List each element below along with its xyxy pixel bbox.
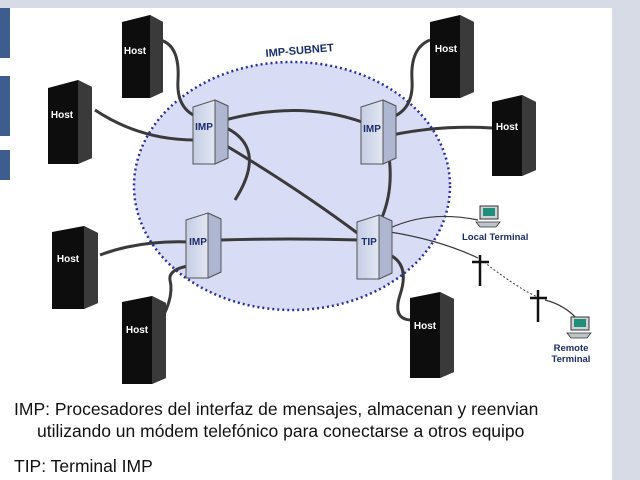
left-accent-bar bbox=[0, 150, 10, 180]
imp-label: IMP bbox=[363, 124, 381, 135]
tip-label: TIP bbox=[361, 237, 377, 248]
host-label: Host bbox=[414, 321, 437, 332]
imp-node-icon: IMP bbox=[185, 212, 222, 279]
link-host bbox=[389, 253, 413, 322]
link-host bbox=[94, 108, 196, 142]
link-host bbox=[389, 38, 431, 120]
link-imp-imp bbox=[224, 109, 363, 124]
imp-node-icon: IMP bbox=[192, 99, 229, 165]
link-imp-imp bbox=[219, 123, 251, 201]
imp-subnet-label: IMP-SUBNET bbox=[265, 42, 335, 60]
host-label: Host bbox=[51, 110, 74, 121]
imp-label: IMP bbox=[189, 237, 207, 248]
tip-description: TIP: Terminal IMP bbox=[14, 456, 153, 476]
local-terminal-icon bbox=[475, 205, 501, 228]
remote-terminal-label: Remote bbox=[554, 343, 589, 354]
host-server-icon: Host bbox=[122, 296, 166, 384]
host-server-icon: Host bbox=[122, 15, 163, 98]
remote-terminal-label: Terminal bbox=[552, 354, 591, 365]
imp-label: IMP bbox=[195, 122, 213, 133]
link-host bbox=[99, 240, 191, 257]
link-imp-tip bbox=[224, 143, 361, 237]
imp-description: IMP: Procesadores del interfaz de mensaj… bbox=[14, 398, 614, 442]
host-label: Host bbox=[124, 46, 147, 57]
host-server-icon: Host bbox=[52, 226, 98, 309]
left-accent-bar bbox=[0, 76, 10, 136]
host-server-icon: Host bbox=[492, 95, 536, 176]
link-local-terminal bbox=[389, 215, 479, 229]
host-label: Host bbox=[57, 254, 80, 265]
link-host bbox=[391, 125, 493, 137]
host-label: Host bbox=[496, 122, 519, 133]
telephone-pole-icon bbox=[472, 255, 489, 286]
host-label: Host bbox=[126, 325, 149, 336]
host-server-icon: Host bbox=[410, 292, 454, 378]
remote-terminal-icon bbox=[566, 316, 592, 339]
host-label: Host bbox=[435, 44, 458, 55]
telephone-pole-icon bbox=[530, 290, 547, 322]
imp-description-line2: utilizando un módem telefónico para cone… bbox=[37, 421, 525, 441]
host-server-icon: Host bbox=[430, 15, 474, 98]
local-terminal-label: Local Terminal bbox=[462, 232, 528, 243]
host-links bbox=[94, 38, 493, 331]
host-server-icon: Host bbox=[48, 80, 92, 164]
link-host bbox=[159, 38, 201, 120]
imp-description-line1: IMP: Procesadores del interfaz de mensaj… bbox=[14, 399, 539, 419]
link-imp-tip bbox=[219, 237, 361, 242]
phone-line bbox=[483, 261, 541, 299]
left-accent-bar bbox=[0, 8, 10, 58]
imp-node-icon: IMP bbox=[360, 99, 397, 165]
tip-node-icon: TIP bbox=[356, 214, 393, 280]
network-diagram: IMP-SUBNET Host Host bbox=[48, 15, 592, 384]
link-phone bbox=[389, 231, 479, 259]
